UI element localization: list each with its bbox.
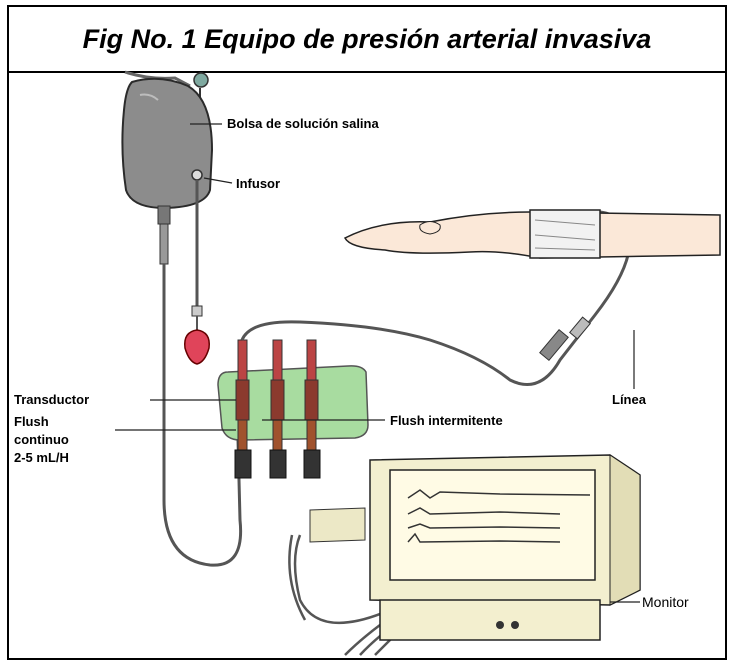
stopcock: [539, 316, 591, 362]
label-flush-continuous-1: Flush: [14, 414, 49, 429]
saline-tubing: [162, 264, 243, 567]
patient-arm: [343, 209, 721, 259]
label-transducer: Transductor: [14, 392, 90, 407]
transducer-panel: [217, 339, 369, 479]
pressure-waveforms: [407, 489, 591, 543]
label-saline-bag: Bolsa de solución salina: [227, 116, 379, 131]
transducer-column-1: [234, 339, 252, 479]
saline-bag: [121, 77, 214, 265]
label-line: Línea: [612, 392, 646, 407]
label-flush-continuous-3: 2-5 mL/H: [14, 450, 69, 465]
transducer-column-3: [303, 339, 321, 479]
label-pointers: [115, 123, 640, 603]
label-infusor: Infusor: [236, 176, 281, 191]
label-flush-intermittent: Flush intermitente: [390, 413, 503, 428]
transducer-column-2: [269, 339, 287, 479]
monitor: [309, 454, 641, 641]
label-flush-continuous-2: continuo: [14, 432, 69, 447]
title-bar: Fig No. 1 Equipo de presión arterial inv…: [9, 7, 725, 73]
figure-title: Fig No. 1 Equipo de presión arterial inv…: [82, 23, 652, 54]
infusor: [184, 169, 210, 365]
label-monitor: Monitor: [642, 594, 689, 610]
